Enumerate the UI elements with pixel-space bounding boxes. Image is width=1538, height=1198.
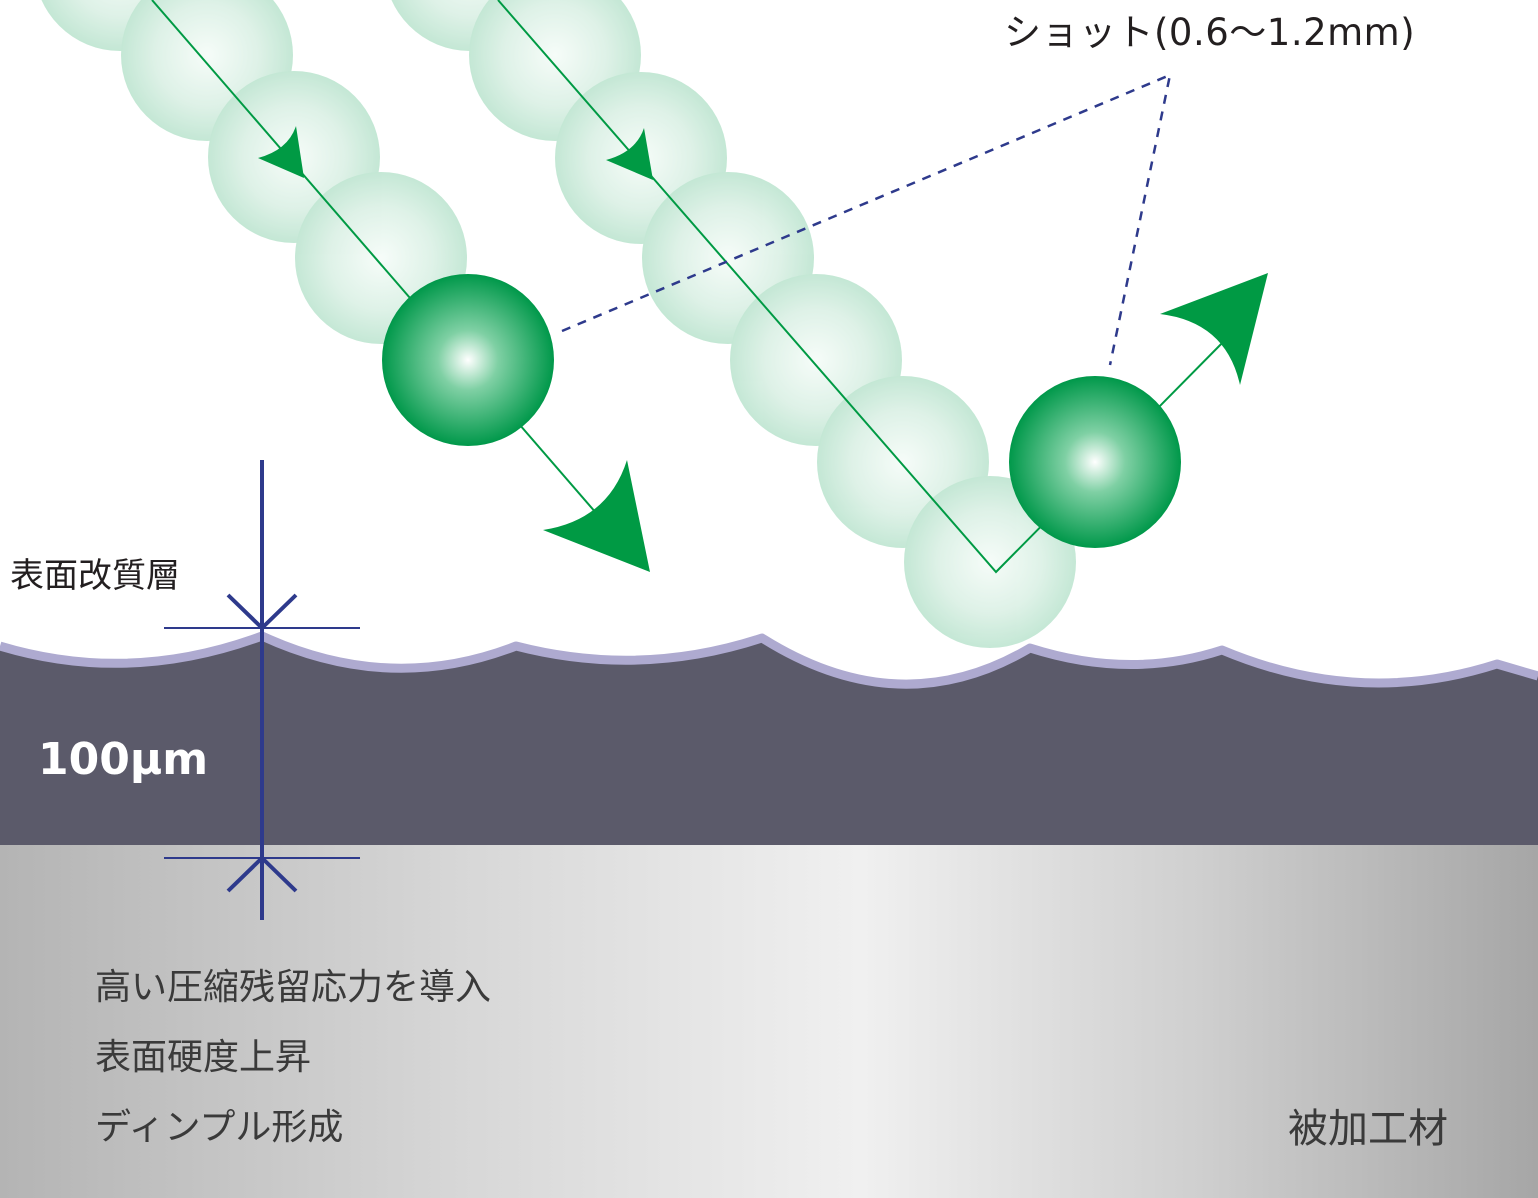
workpiece-label: 被加工材: [1288, 1106, 1448, 1152]
direction-arrow-left-small: [258, 126, 304, 178]
shot-trail-left: [41, 0, 467, 344]
impact-arrow-head: [543, 460, 650, 572]
effect-compressive-stress: 高い圧縮残留応力を導入: [95, 967, 492, 1008]
trajectory-left: [151, 0, 617, 537]
depth-value-label: 100µm: [38, 734, 209, 785]
modified-layer: [0, 636, 1538, 845]
modified-layer-label: 表面改質層: [10, 556, 180, 596]
depth-dimension: [164, 460, 360, 920]
effect-dimple-formation: ディンプル形成: [95, 1107, 344, 1148]
rebound-arrow-head: [1160, 273, 1268, 385]
shot-trail-right: [391, 0, 1076, 648]
workpiece-block: [0, 845, 1538, 1198]
shot-ball-incoming: [382, 274, 554, 446]
effect-surface-hardness: 表面硬度上昇: [95, 1037, 312, 1078]
shot-pointer-dashed: [561, 72, 1172, 366]
shot-size-label: ショット(0.6〜1.2mm): [1004, 11, 1416, 54]
shot-ball-rebounding: [1009, 376, 1181, 548]
direction-arrow-right-small: [606, 128, 653, 180]
